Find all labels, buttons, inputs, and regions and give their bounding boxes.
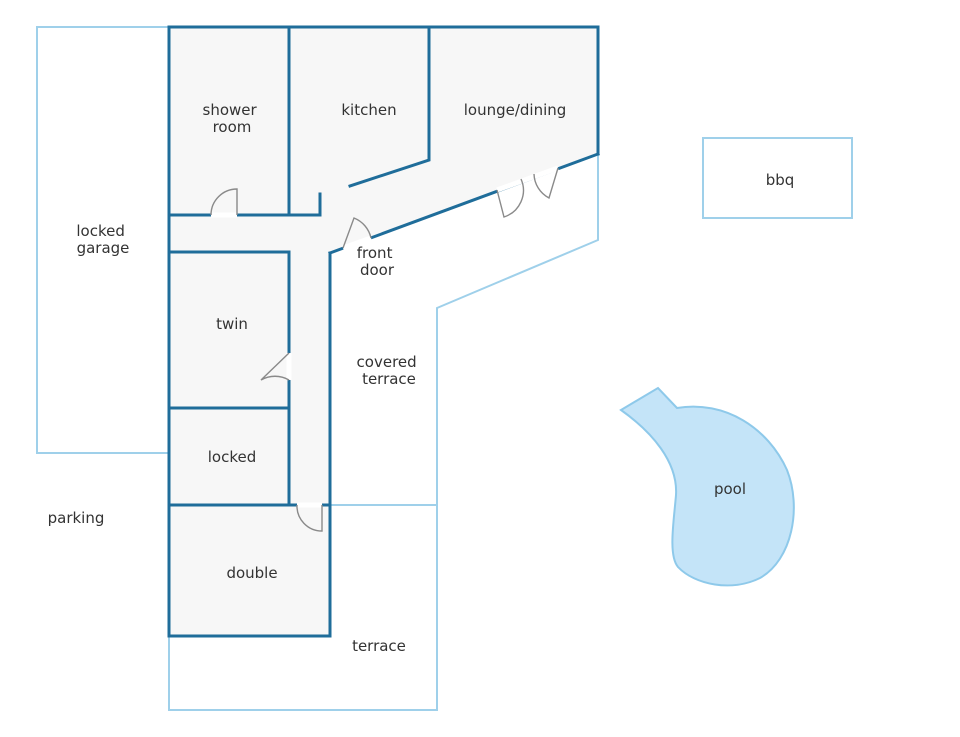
garage-outline [36, 26, 169, 454]
label-pool: pool [714, 480, 746, 498]
bbq-outline [702, 137, 853, 219]
outer-wall [167, 25, 600, 638]
patio-door-left[interactable] [496, 178, 525, 218]
label-locked: locked [208, 448, 257, 466]
front-door-swing[interactable] [342, 217, 372, 249]
covered-terrace-outline [168, 154, 599, 711]
label-front-door: front door [357, 244, 397, 279]
label-locked-garage: locked garage [76, 222, 129, 257]
label-shower-room: shower room [203, 101, 262, 136]
label-lounge-dining: lounge/dining [464, 101, 567, 119]
kitchen-lounge-wall [348, 25, 431, 188]
label-kitchen: kitchen [341, 101, 396, 119]
room-labels: shower room kitchen lounge/dining bbq lo… [48, 101, 795, 655]
door-gaps [211, 165, 559, 508]
label-covered-terrace: covered terrace [357, 353, 422, 388]
label-twin: twin [216, 315, 248, 333]
outdoor-outlines [36, 26, 853, 711]
interior-floor [169, 27, 598, 636]
shower-door[interactable] [210, 188, 238, 216]
label-parking: parking [48, 509, 105, 527]
walls [167, 25, 600, 638]
label-double: double [226, 564, 277, 582]
label-bbq: bbq [766, 171, 795, 189]
doors [210, 167, 559, 532]
twin-wall [167, 250, 291, 507]
patio-door-right[interactable] [533, 167, 559, 200]
double-door[interactable] [296, 504, 323, 532]
label-terrace: terrace [352, 637, 406, 655]
twin-door[interactable] [260, 352, 290, 381]
pool-shape [619, 386, 795, 587]
